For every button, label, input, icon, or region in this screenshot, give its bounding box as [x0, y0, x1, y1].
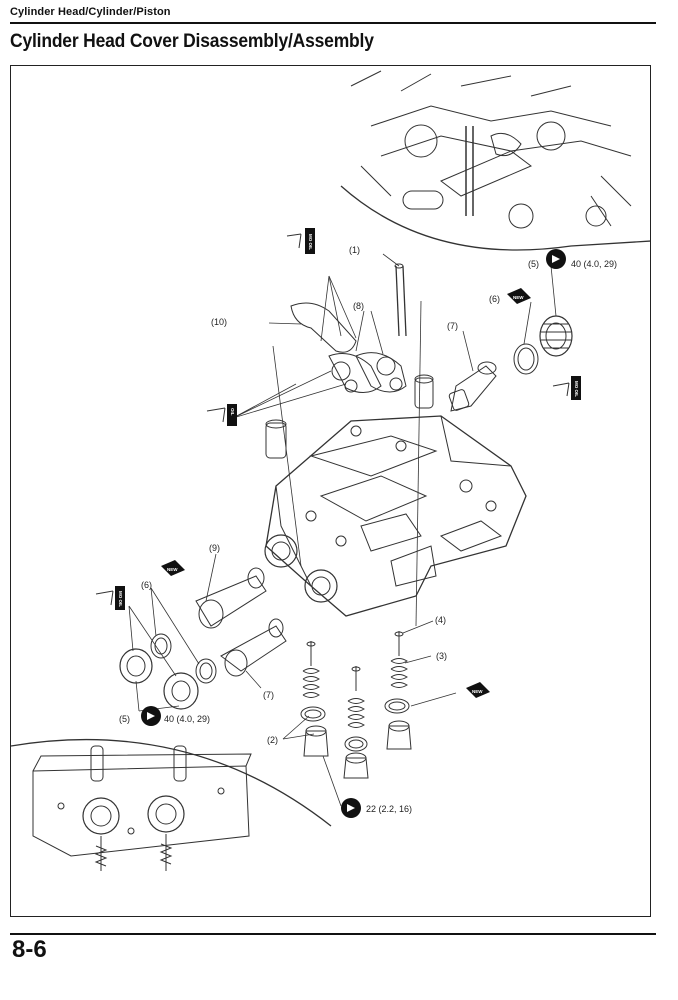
inset-top-right [340, 70, 650, 251]
mo-oil-tag-top [305, 228, 315, 254]
mo-oil-tag-top-text: MO OIL [308, 234, 313, 250]
torque-wrench-icon-left [141, 706, 161, 726]
cylinder-head-body [264, 415, 527, 617]
section-header: Cylinder Head/Cylinder/Piston [10, 6, 171, 18]
oil-tag-left [227, 404, 237, 426]
new-badges [161, 288, 531, 698]
oil-tag-left-text: OIL [230, 408, 235, 416]
torque-spec-right: 40 (4.0, 29) [571, 259, 617, 269]
callout-3: (3) [436, 651, 447, 661]
leader-lines [128, 253, 557, 807]
callout-6-right: (6) [489, 294, 500, 304]
shaft-1 [394, 263, 407, 337]
header-rule [10, 22, 656, 24]
rocker-assembly [265, 302, 434, 459]
inset-bottom-left [11, 738, 332, 871]
exploded-diagram: (1) (5) 40 (4.0, 29) (6) (8) (10) (7) (9… [11, 70, 650, 871]
torque-wrench-icon-bottom [341, 798, 361, 818]
oil-can-icons [95, 233, 570, 606]
callout-8: (8) [353, 301, 364, 311]
torque-wrench-icon-right [546, 249, 566, 269]
callout-1: (1) [349, 245, 360, 255]
callout-4: (4) [435, 615, 446, 625]
new-badge-right-text: NEW [513, 295, 524, 300]
mo-oil-tag-left [115, 586, 125, 610]
new-badge-bottom-text: NEW [472, 689, 483, 694]
callout-5-right: (5) [528, 259, 539, 269]
new-badge-left-icon [161, 560, 185, 576]
torque-wrench-icons [141, 249, 566, 818]
page-title: Cylinder Head Cover Disassembly/Assembly [10, 31, 374, 52]
callout-9: (9) [209, 543, 220, 553]
callout-7-left: (7) [263, 690, 274, 700]
torque-spec-left: 40 (4.0, 29) [164, 714, 210, 724]
mo-oil-tag-left-text: MO OIL [118, 591, 123, 607]
torque-spec-bolt: 22 (2.2, 16) [366, 804, 412, 814]
new-badge-left-text: NEW [167, 567, 178, 572]
oil-tags [115, 228, 581, 610]
page-number: 8-6 [12, 936, 47, 963]
callout-10: (10) [211, 317, 227, 327]
valve-spring-group [300, 631, 412, 779]
callout-6-left: (6) [141, 580, 152, 590]
callout-2: (2) [267, 735, 278, 745]
left-camshaft-group [119, 567, 287, 710]
mo-oil-tag-right [571, 376, 581, 400]
new-badge-bottom-icon [466, 682, 490, 698]
new-badge-right-icon [507, 288, 531, 304]
callout-7-right: (7) [447, 321, 458, 331]
footer-rule [10, 933, 656, 935]
mo-oil-tag-right-text: MO OIL [574, 381, 579, 397]
exploded-diagram-frame: (1) (5) 40 (4.0, 29) (6) (8) (10) (7) (9… [10, 65, 651, 917]
callout-5-left: (5) [119, 714, 130, 724]
right-camshaft-group [448, 315, 573, 412]
